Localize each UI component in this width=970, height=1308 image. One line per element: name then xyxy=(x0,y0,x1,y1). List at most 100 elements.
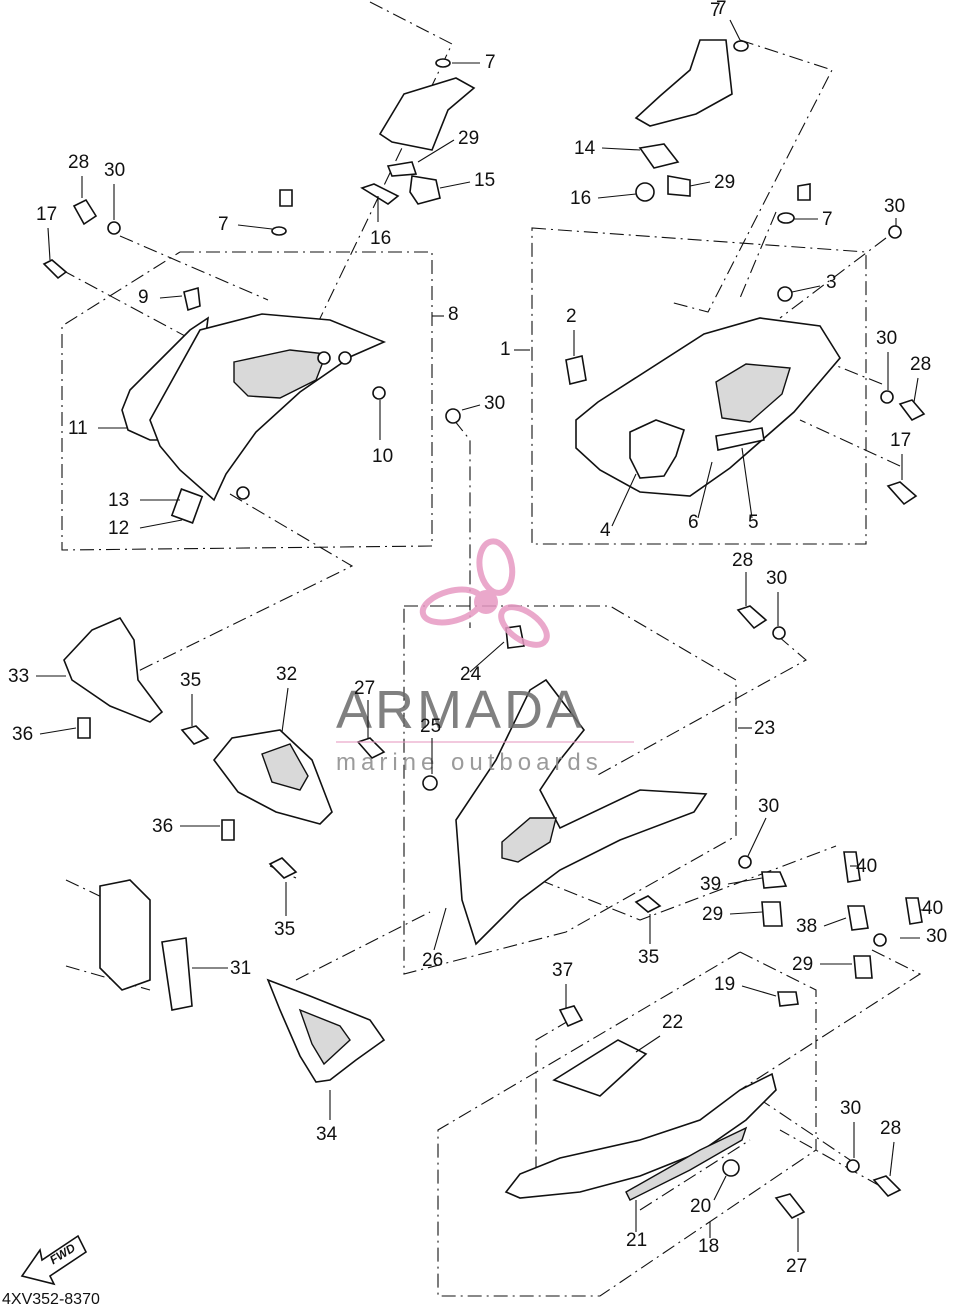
drawing-code: 4XV352-8370 xyxy=(2,1291,100,1308)
bolt-37 xyxy=(558,1005,584,1028)
callout-leader-line xyxy=(697,461,713,519)
battery-box xyxy=(99,879,151,991)
projection-line xyxy=(535,1019,571,1180)
bracket-38 xyxy=(847,905,869,931)
projection-line xyxy=(751,1093,857,1165)
center-cowling-boundary xyxy=(403,605,737,975)
bolt-27-bottom xyxy=(774,1193,806,1220)
part-callout-number: 28 xyxy=(880,1118,901,1139)
callout-leader-line xyxy=(689,181,711,187)
panel-33 xyxy=(63,616,164,723)
projection-lines xyxy=(61,211,922,1211)
part-callout-number: 27 xyxy=(786,1256,807,1277)
part-callout-number: 30 xyxy=(884,196,905,217)
washer-7-right xyxy=(777,212,795,224)
propeller-logo-icon xyxy=(419,538,550,648)
bolt-17-upper-left xyxy=(42,259,68,280)
bolt-40-b xyxy=(905,897,923,925)
bracket-14 xyxy=(638,143,680,169)
part-callout-number: 17 xyxy=(36,204,57,225)
part-callout-number: 4 xyxy=(600,520,611,541)
callout-leader-line xyxy=(747,817,767,857)
part-callout-number: 29 xyxy=(792,954,813,975)
part-callout-number: 1 xyxy=(500,339,511,360)
part-callout-number: 6 xyxy=(688,512,699,533)
callout-leader-line xyxy=(433,907,447,951)
bolt-35-center xyxy=(634,895,662,913)
callout-leader-line xyxy=(39,727,77,735)
upper-right-cowling-boundary xyxy=(531,227,867,545)
part-callout-number: 25 xyxy=(420,716,441,737)
emblem-4 xyxy=(629,419,685,479)
clip-29-bracket xyxy=(386,161,418,177)
strip-5 xyxy=(715,427,765,451)
part-callout-number: 31 xyxy=(230,958,251,979)
bracket-15 xyxy=(409,175,441,205)
upper-left-cowling-assembly xyxy=(42,189,461,524)
bolt-40-a xyxy=(843,851,861,883)
callout-leader-line xyxy=(611,473,637,527)
projection-line xyxy=(799,419,901,467)
part-callout-number: 7 xyxy=(485,52,496,73)
part-callout-number: 12 xyxy=(108,518,129,539)
part-callout-number: 17 xyxy=(890,430,911,451)
front-cowling-23 xyxy=(455,678,708,946)
projection-line xyxy=(779,1129,881,1187)
part-callout-number: 21 xyxy=(626,1230,647,1251)
part-callout-number: 9 xyxy=(138,287,149,308)
under-cowling-18 xyxy=(504,1072,777,1199)
part-callout-number: 3 xyxy=(826,272,837,293)
projection-line xyxy=(295,911,431,981)
bolt-16-left xyxy=(360,183,400,205)
part-callout-number: 30 xyxy=(876,328,897,349)
grommet-25 xyxy=(422,775,438,791)
grommet-20 xyxy=(722,1159,740,1177)
propeller-blade xyxy=(476,538,516,596)
part-callout-number: 30 xyxy=(758,796,779,817)
part-callout-number: 30 xyxy=(926,926,947,947)
part-callout-number: 28 xyxy=(732,550,753,571)
part-callout-number: 7 xyxy=(822,209,833,230)
side-cowling-1 xyxy=(575,317,841,497)
part-callout-number: 26 xyxy=(422,950,443,971)
part-callout-number: 32 xyxy=(276,664,297,685)
callout-leader-line xyxy=(601,147,641,151)
part-callout-number: 15 xyxy=(474,170,495,191)
part-callout-number: 37 xyxy=(552,960,573,981)
part-callout-number: 35 xyxy=(180,670,201,691)
callout-leader-line xyxy=(139,519,183,529)
part-callout-number: 13 xyxy=(108,490,129,511)
part-callout-number: 40 xyxy=(922,898,943,919)
callout-leader-line xyxy=(823,917,847,927)
pad-31 xyxy=(161,937,193,1011)
bolt-28-center xyxy=(736,605,768,630)
callout-leader-line xyxy=(635,1035,661,1053)
part-callout-number: 7 xyxy=(710,0,721,21)
callout-leader-line xyxy=(729,911,763,915)
projection-line xyxy=(639,1139,751,1211)
part-callout-number: 5 xyxy=(748,512,759,533)
upper-left-cowling-boundary xyxy=(61,251,433,551)
bolt-17-right xyxy=(886,481,918,506)
seal-13 xyxy=(170,488,204,524)
watermark-tagline: marine outboards xyxy=(336,749,603,776)
fwd-arrow-icon xyxy=(20,1234,88,1286)
rivet-36-b xyxy=(221,819,235,841)
part-callout-number: 35 xyxy=(638,947,659,968)
grommet-3 xyxy=(777,286,793,302)
washer-30-right-mid xyxy=(880,390,894,404)
upper-right-bracket-assembly xyxy=(634,39,749,202)
clip-2 xyxy=(565,355,587,385)
watermark-brand: ARMADA xyxy=(336,680,585,740)
washer-30-center xyxy=(772,626,786,640)
part-callout-number: 35 xyxy=(274,919,295,940)
part-callout-number: 27 xyxy=(354,678,375,699)
clip-29-right xyxy=(667,175,691,197)
projection-line xyxy=(119,235,269,301)
bracket-stay xyxy=(378,77,476,151)
callout-leader-line xyxy=(741,985,777,997)
part-callout-number: 20 xyxy=(690,1196,711,1217)
brand-watermark: ARMADA marine outboards xyxy=(336,538,634,776)
